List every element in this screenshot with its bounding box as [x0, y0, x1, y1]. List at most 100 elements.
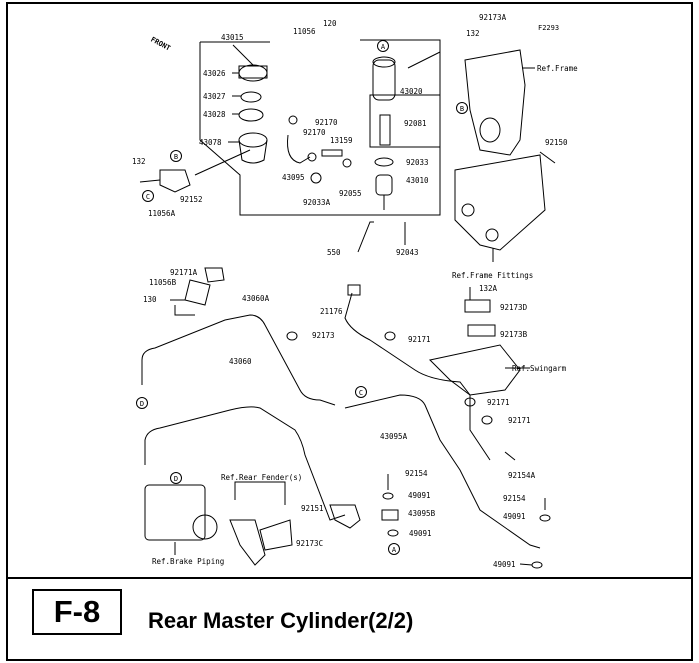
part-label: 21176 [320, 307, 343, 316]
section-code: F-8 [32, 589, 122, 635]
callout-b-right: B [456, 102, 468, 114]
part-label: 49091 [408, 491, 431, 500]
clamp-92170b [307, 152, 317, 162]
frame-fittings-hole-1 [461, 203, 475, 217]
part-label: 130 [143, 295, 157, 304]
part-label: 43078 [199, 138, 222, 147]
part-label: 43095 [282, 173, 305, 182]
part-label: 132 [132, 157, 146, 166]
part-label: 92154A [508, 471, 536, 480]
rear-fender-bracket [229, 519, 266, 566]
pipe-43060a [141, 314, 336, 406]
part-label: 92173A [479, 13, 507, 22]
part-label: 43095A [380, 432, 408, 441]
callout-c-left: C [142, 190, 154, 202]
part-label: 92150 [545, 138, 568, 147]
callout-a-bottom: A [388, 543, 400, 555]
reservoir-cap [238, 64, 268, 82]
oring-92033a [310, 172, 322, 184]
joint-92151 [329, 504, 361, 529]
section-title: Rear Master Cylinder(2/2) [148, 608, 414, 633]
part-label: 92171 [408, 335, 431, 344]
part-label: 49091 [503, 512, 526, 521]
part-label: 43026 [203, 69, 226, 78]
hose-21176 [344, 292, 491, 461]
bolt-92150 [539, 151, 556, 164]
bolt-132-left [139, 179, 161, 183]
piston-92081 [379, 114, 391, 146]
clamp-92171-1 [384, 331, 396, 341]
clip-92171a [204, 267, 225, 283]
part-label: Ref.Rear Fender(s) [221, 473, 303, 482]
diaphragm [240, 91, 262, 103]
part-label: 43010 [406, 176, 429, 185]
part-label: 92171A [170, 268, 198, 277]
part-label: 43027 [203, 92, 226, 101]
leader-43020-top [407, 51, 441, 69]
part-label: 132 [466, 29, 480, 38]
abs-unit [144, 484, 206, 541]
pushrod-43010 [375, 174, 393, 196]
clamp-92171-3 [481, 415, 493, 425]
frame-bracket [464, 49, 526, 156]
part-label: Ref.Swingarm [512, 364, 567, 373]
part-label: 550 [327, 248, 341, 257]
leader-49091d [519, 563, 533, 566]
part-label: 92173C [296, 539, 324, 548]
callout-d-pipe: D [136, 397, 148, 409]
clip-92173b [467, 324, 496, 337]
group-box-43020 [369, 94, 441, 148]
reservoir-top [238, 132, 268, 148]
part-label: 92173B [500, 330, 528, 339]
reservoir-cap-body [238, 65, 268, 79]
part-label: 92154 [405, 469, 428, 478]
oring-92055 [342, 158, 352, 168]
washer-49091d [531, 561, 543, 569]
frame-fittings-hole-2 [485, 228, 499, 242]
bolt-92154a [504, 451, 516, 461]
frame-bracket-hole [479, 117, 501, 143]
swingarm-part [428, 344, 521, 396]
reservoir-body [238, 139, 268, 164]
fitting-21176 [347, 284, 361, 296]
callout-b-left: B [170, 150, 182, 162]
page-border [6, 2, 693, 661]
part-label: 11056A [148, 209, 176, 218]
part-label: Ref.Frame [537, 64, 578, 73]
figure-code: F2293 [538, 24, 560, 32]
part-label: 92081 [404, 119, 427, 128]
part-label: 11056B [149, 278, 177, 287]
circlip-92033 [374, 157, 394, 167]
clamp-92170a [288, 115, 298, 125]
cotter-pin-550 [357, 221, 374, 253]
reservoir-hose [287, 134, 311, 164]
part-label: 92173D [500, 303, 528, 312]
master-cylinder-top [372, 59, 396, 101]
hose-43095a [344, 394, 541, 549]
part-label: 92033A [303, 198, 331, 207]
callout-a-top: A [377, 40, 389, 52]
part-label: 43020 [400, 87, 423, 96]
part-label: 43028 [203, 110, 226, 119]
fitting-13159 [321, 149, 343, 157]
part-label: 92170 [303, 128, 326, 137]
callout-d-abs: D [170, 472, 182, 484]
part-label: 49091 [493, 560, 516, 569]
callout-c-pipe: C [355, 386, 367, 398]
part-label: 92154 [503, 494, 526, 503]
bracket-92152 [159, 169, 191, 193]
part-label: 43015 [221, 33, 244, 42]
leader-43015 [232, 44, 254, 66]
part-label: 92033 [406, 158, 429, 167]
abs-motor [192, 514, 218, 540]
part-label: 92171 [508, 416, 531, 425]
washer-49091a [382, 492, 394, 500]
part-label: 120 [323, 19, 337, 28]
part-label: 43060 [229, 357, 252, 366]
part-label: 132A [479, 284, 498, 293]
group-frame-43015 [199, 42, 255, 216]
part-label: 43060A [242, 294, 270, 303]
part-label: 92151 [301, 504, 324, 513]
washer-49091c [539, 514, 551, 522]
